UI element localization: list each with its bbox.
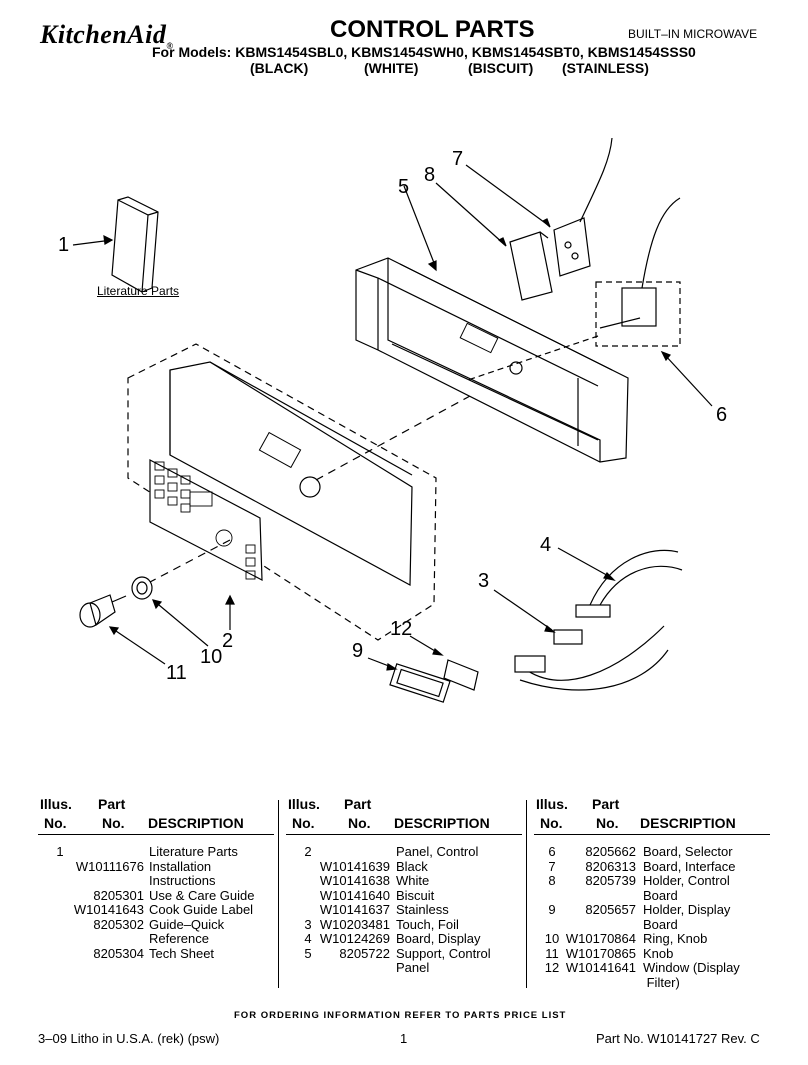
display-holder-illustration	[389, 663, 451, 703]
knob-illustration	[79, 594, 127, 628]
display-board-illustration	[575, 549, 683, 618]
callout-6: 6	[716, 404, 728, 426]
litho-info: 3–09 Litho in U.S.A. (rek) (psw)	[38, 1031, 220, 1046]
literature-parts-label: Literature Parts	[97, 284, 180, 298]
callout-3: 3	[478, 570, 490, 592]
page-number: 1	[400, 1031, 408, 1046]
callout-10: 10	[200, 646, 223, 668]
exploded-parts-diagram	[72, 137, 713, 703]
callout-1: 1	[58, 234, 70, 256]
callout-5: 5	[398, 176, 410, 198]
callout-4: 4	[540, 534, 552, 556]
table-divider	[526, 800, 527, 988]
document-part-number: Part No. W10141727 Rev. C	[596, 1031, 760, 1046]
page-title: CONTROL PARTS	[330, 16, 535, 43]
control-support-illustration	[355, 257, 629, 463]
selector-board-illustration	[599, 197, 681, 329]
brand-logo: KitchenAid®	[40, 20, 174, 52]
callout-2: 2	[222, 630, 234, 652]
callout-11: 11	[166, 662, 187, 684]
interface-board-illustration	[553, 137, 613, 277]
parts-table-col-2: Illus. No. Part No. DESCRIPTION	[286, 796, 522, 835]
color-biscuit: (BISCUIT)	[468, 60, 534, 76]
literature-booklet-illustration	[111, 196, 159, 293]
page-subtitle: BUILT–IN MICROWAVE	[628, 27, 758, 41]
callout-8: 8	[424, 164, 436, 186]
board-holder-illustration	[509, 231, 553, 301]
ordering-note: FOR ORDERING INFORMATION REFER TO PARTS …	[234, 1010, 567, 1021]
parts-table-col-3: Illus. No. Part No. DESCRIPTION	[534, 796, 770, 835]
parts-table-col-1: Illus. No. Part No. DESCRIPTION	[38, 796, 274, 835]
callout-12: 12	[390, 618, 413, 640]
callout-7: 7	[452, 148, 464, 170]
knob-ring-illustration	[131, 576, 153, 600]
touch-foil-illustration	[514, 625, 669, 691]
control-panel-illustration	[149, 361, 413, 586]
display-window-illustration	[443, 659, 479, 691]
color-white: (WHITE)	[364, 60, 419, 76]
table-divider	[278, 800, 279, 988]
color-stainless: (STAINLESS)	[562, 60, 649, 76]
models-line: For Models: KBMS1454SBL0, KBMS1454SWH0, …	[152, 44, 696, 60]
color-black: (BLACK)	[250, 60, 309, 76]
callout-9: 9	[352, 640, 364, 662]
